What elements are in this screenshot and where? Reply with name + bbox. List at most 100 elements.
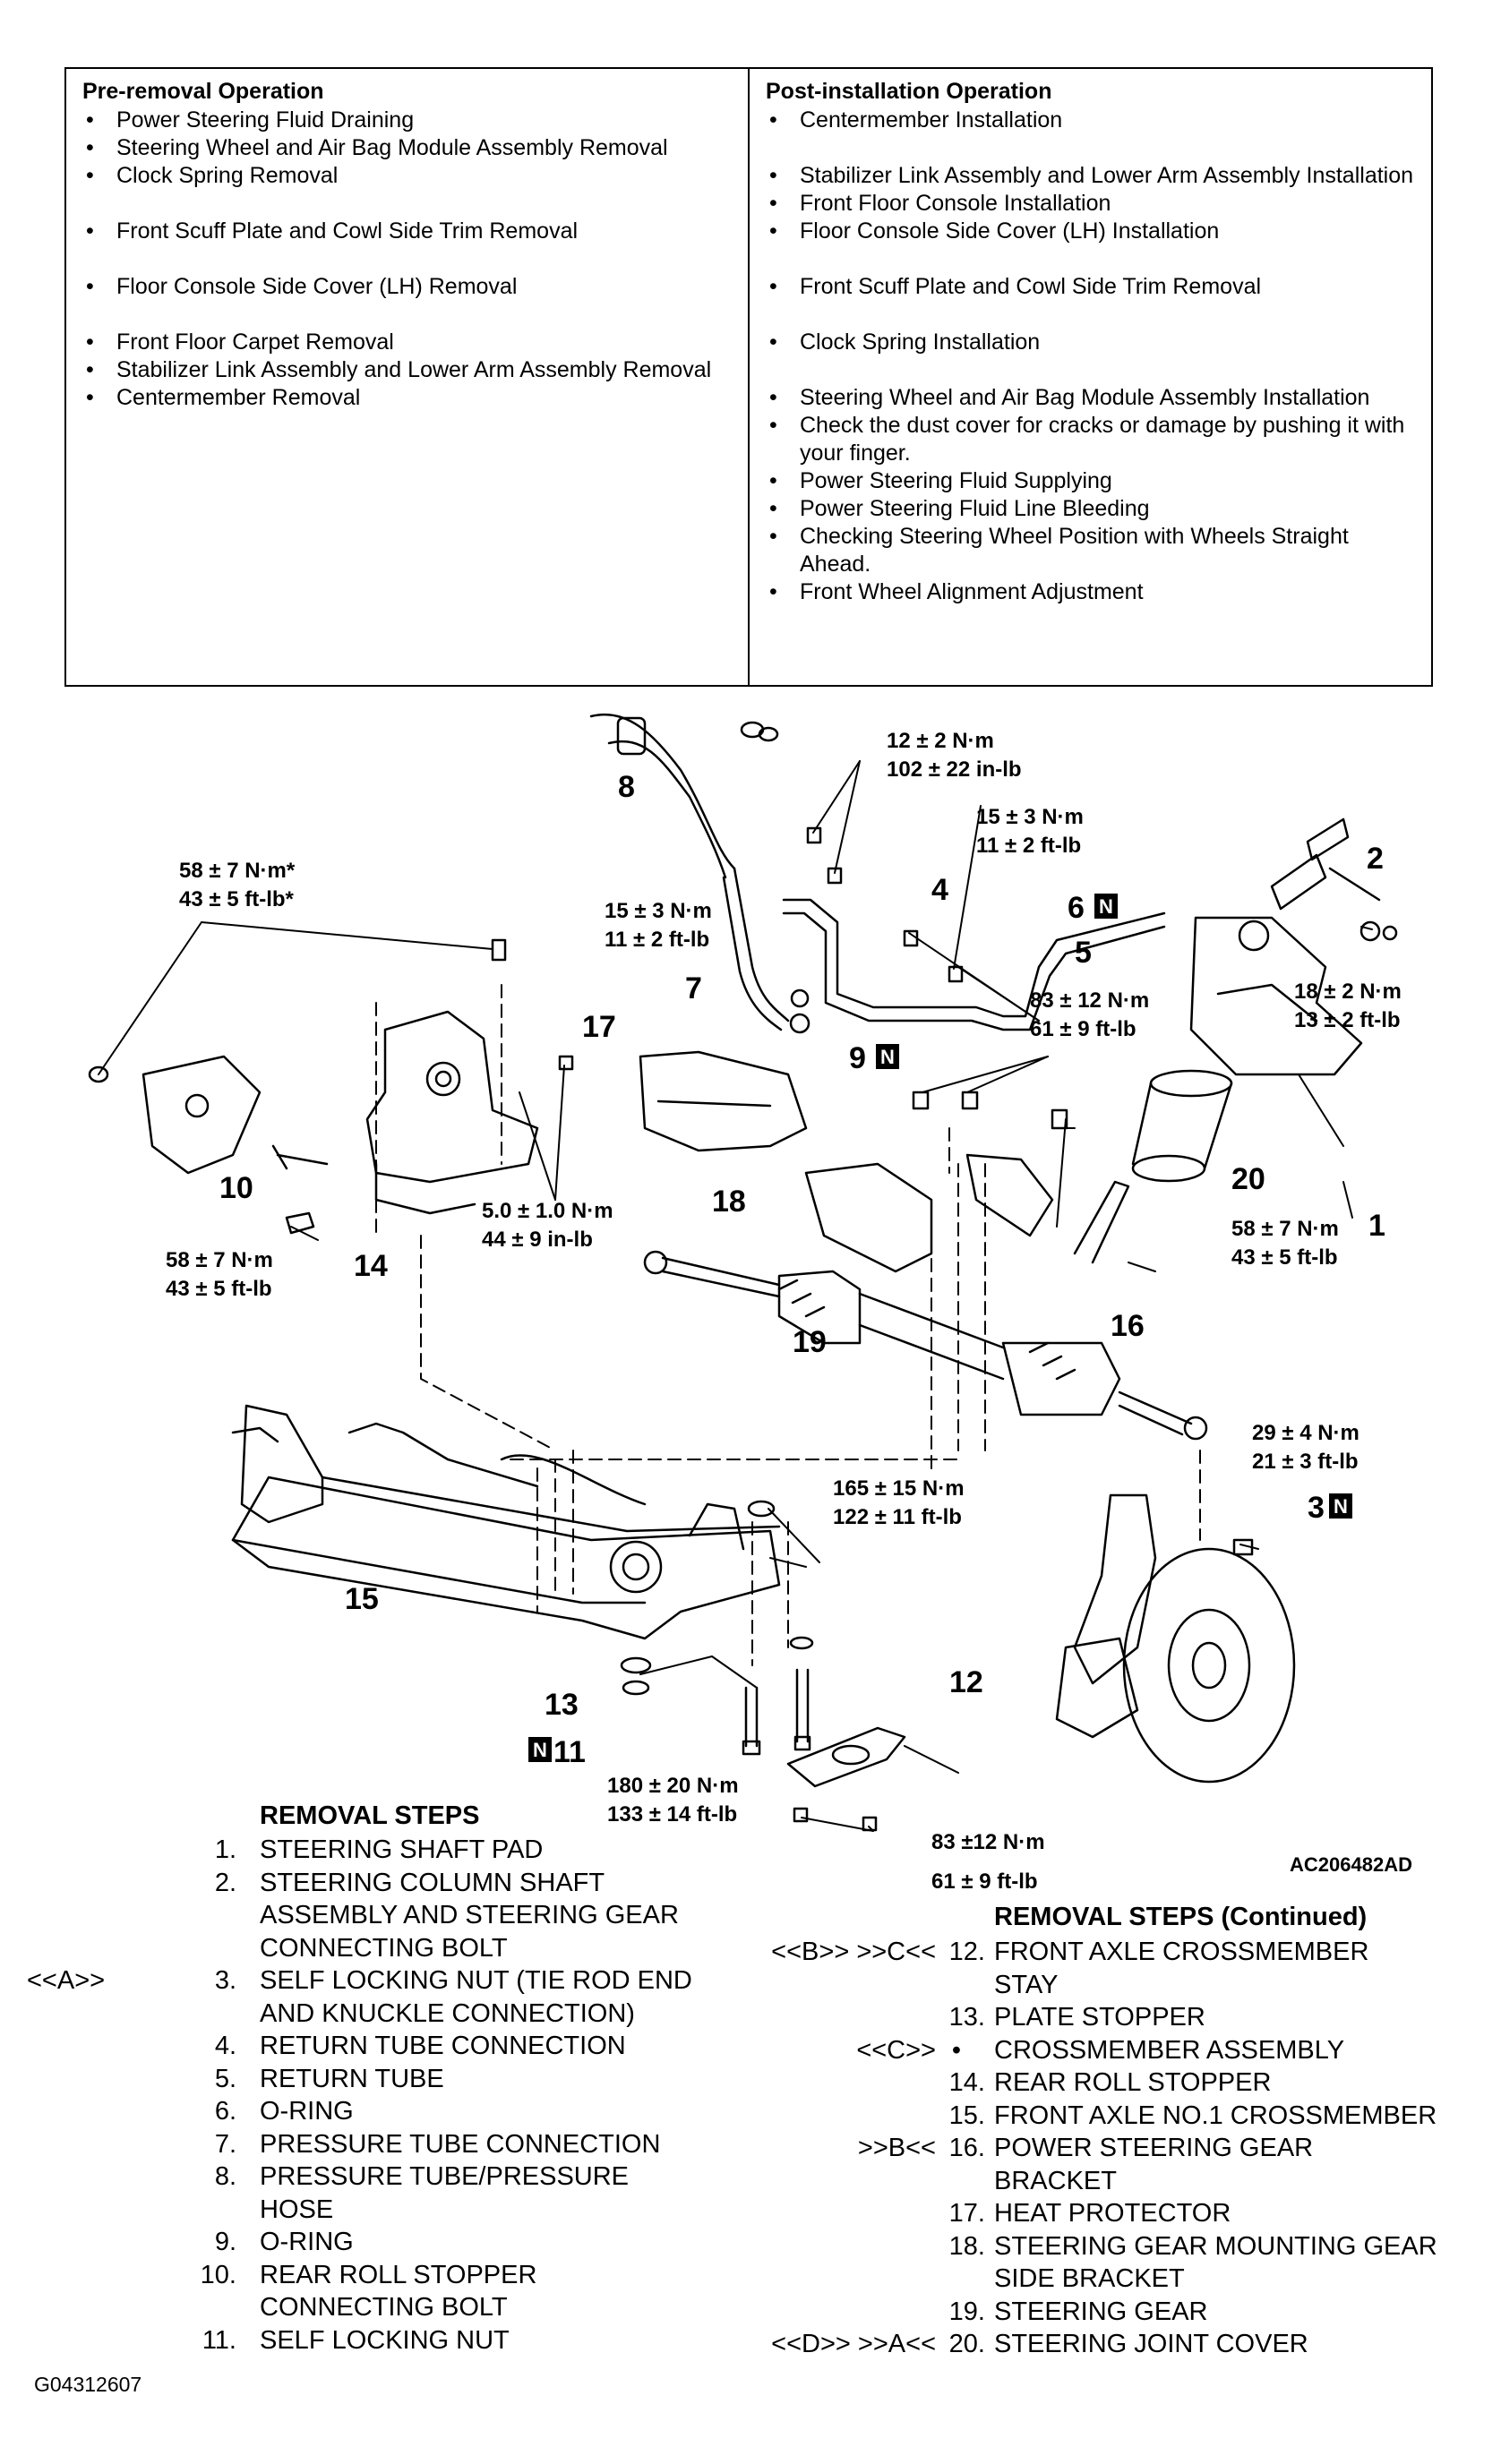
torque-58a-ftlb: 43 ± 5 ft-lb* (179, 887, 295, 911)
list-item: Front Wheel Alignment Adjustment (766, 578, 1419, 606)
torque-180-nm: 180 ± 20 N·m (607, 1774, 739, 1798)
part-label-2: 2 (1367, 842, 1384, 876)
torque-15b-ftlb: 11 ± 2 ft-lb (605, 928, 709, 952)
removal-steps-title: REMOVAL STEPS (260, 1801, 480, 1830)
part-label-14: 14 (354, 1249, 388, 1283)
torque-labels: 12 ± 2 N·m 102 ± 22 in-lb 15 ± 3 N·m 11 … (166, 729, 1402, 1854)
step-text: RETURN TUBE (260, 2064, 444, 2093)
step-item: 5.RETURN TUBE (0, 2063, 1501, 2096)
torque-29-ftlb: 21 ± 3 ft-lb (1252, 1450, 1359, 1474)
list-item: Check the dust cover for cracks or damag… (766, 412, 1419, 467)
step-mark: >>B<< (857, 2134, 936, 2162)
step-item: 7.PRESSURE TUBE CONNECTION (0, 2128, 1501, 2161)
step-text: STEERING JOINT COVER (994, 2330, 1308, 2358)
step-text: SIDE BRACKET (994, 2264, 1185, 2293)
pre-removal-list: Power Steering Fluid Draining Steering W… (82, 107, 735, 412)
step-number: 4. (214, 2032, 236, 2060)
part-label-11: 11 (553, 1735, 586, 1769)
rear-roll-stopper-drawing (365, 1010, 539, 1215)
step-number: 9. (214, 2228, 236, 2256)
step-text: STEERING SHAFT PAD (260, 1835, 544, 1864)
crossmember-stay-drawing (786, 1726, 906, 1832)
step-number: 17. (948, 2199, 985, 2228)
step-text: AND KNUCKLE CONNECTION) (260, 1998, 635, 2028)
list-item: Stabilizer Link Assembly and Lower Arm A… (82, 356, 735, 384)
torque-58c-ftlb: 43 ± 5 ft-lb (1231, 1245, 1338, 1270)
step-item: 9. O-RING (0, 2226, 1501, 2259)
torque-165-nm: 165 ± 15 N·m (833, 1476, 965, 1501)
part-labels: 1 2 3 4 5 6 7 8 9 10 11 12 13 14 15 16 1… (219, 770, 1385, 1769)
svg-text:N: N (880, 1046, 895, 1068)
step-text: BRACKET (994, 2166, 1117, 2195)
step-item: <<C>>•CROSSMEMBER ASSEMBLY (0, 2034, 1501, 2067)
step-number: 15. (948, 2100, 985, 2130)
step-item: 11.SELF LOCKING NUT (0, 2324, 1501, 2357)
svg-text:N: N (533, 1739, 547, 1761)
post-installation-column: Post-installation Operation Centermember… (748, 69, 1431, 685)
part-label-1: 1 (1368, 1209, 1385, 1243)
n-marker-9: N (876, 1044, 899, 1069)
step-mark: <<D>> >>A<< (771, 2330, 936, 2358)
list-item: Floor Console Side Cover (LH) Removal (82, 273, 735, 301)
part-label-4: 4 (931, 873, 948, 907)
torque-15b-nm: 15 ± 3 N·m (605, 899, 712, 923)
step-text: O-RING (260, 2228, 354, 2256)
step-text: HOSE (260, 2194, 334, 2224)
part-label-12: 12 (949, 1665, 983, 1699)
step-number: 10. (200, 2260, 236, 2289)
exploded-diagram: 1 2 3 4 5 6 7 8 9 10 11 12 13 14 15 16 1… (88, 713, 1402, 1854)
step-text: PLATE STOPPER (994, 2003, 1205, 2032)
operations-table: Pre-removal Operation Power Steering Flu… (64, 67, 1433, 687)
step-item: 17.HEAT PROTECTOR (0, 2197, 1501, 2230)
list-item: Front Floor Console Installation (766, 190, 1419, 218)
roll-stopper-bracket-drawing (142, 1055, 329, 1235)
step-item: 1. STEERING SHAFT PAD (0, 1834, 1501, 1867)
heat-protector-drawing (639, 1050, 808, 1152)
step-number: 16. (948, 2134, 985, 2162)
list-item: Steering Wheel and Air Bag Module Assemb… (766, 384, 1419, 412)
torque-83a-ftlb: 61 ± 9 ft-lb (1030, 1017, 1136, 1041)
step-text: CROSSMEMBER ASSEMBLY (994, 2035, 1345, 2065)
step-number: 7. (214, 2129, 236, 2159)
part-label-8: 8 (618, 770, 635, 804)
step-number: 1. (214, 1835, 236, 1864)
step-item: 4.RETURN TUBE CONNECTION (0, 2030, 1501, 2063)
step-text: REAR ROLL STOPPER (260, 2260, 537, 2289)
list-item: Centermember Installation (766, 107, 1419, 134)
torque-15a-ftlb: 11 ± 2 ft-lb (976, 834, 1081, 858)
part-label-5: 5 (1075, 936, 1092, 970)
step-item: 15. FRONT AXLE NO.1 CROSSMEMBER (0, 2100, 1501, 2133)
step-item: 14.REAR ROLL STOPPER (0, 2066, 1501, 2100)
step-text: PRESSURE TUBE/PRESSURE (260, 2162, 630, 2191)
part-label-13: 13 (545, 1688, 579, 1722)
torque-58a-nm: 58 ± 7 N·m* (179, 859, 296, 883)
step-number: 19. (948, 2297, 985, 2326)
knuckle-brake-drawing (1055, 1493, 1296, 1784)
list-item: Power Steering Fluid Line Bleeding (766, 495, 1419, 523)
step-text: STEERING GEAR (994, 2297, 1208, 2326)
figure-code-label: AC206482AD (1290, 1853, 1412, 1876)
torque-18-nm: 18 ± 2 N·m (1294, 980, 1402, 1004)
torque-58c-nm: 58 ± 7 N·m (1231, 1217, 1339, 1241)
part-label-9: 9 (849, 1041, 866, 1075)
step-text: O-RING (260, 2097, 354, 2126)
pre-removal-title: Pre-removal Operation (82, 79, 324, 104)
svg-text:N: N (1334, 1495, 1348, 1518)
post-installation-title: Post-installation Operation (766, 79, 1052, 104)
part-label-18: 18 (712, 1185, 746, 1219)
step-number: 20. (948, 2330, 985, 2358)
step-number: 6. (214, 2097, 236, 2126)
step-text: FRONT AXLE NO.1 CROSSMEMBER (994, 2100, 1437, 2130)
torque-5-inlb: 44 ± 9 in-lb (482, 1228, 593, 1252)
n-markers: N N N N (528, 894, 1352, 1762)
step-number: 14. (948, 2068, 985, 2097)
list-item: Steering Wheel and Air Bag Module Assemb… (82, 134, 735, 162)
torque-180-ftlb: 133 ± 14 ft-lb (607, 1802, 737, 1827)
step-text: CONNECTING BOLT (260, 2293, 508, 2322)
n-marker-3: N (1329, 1493, 1352, 1519)
mounting-bracket-drawing (804, 1153, 1054, 1273)
torque-15a-nm: 15 ± 3 N·m (976, 805, 1084, 829)
